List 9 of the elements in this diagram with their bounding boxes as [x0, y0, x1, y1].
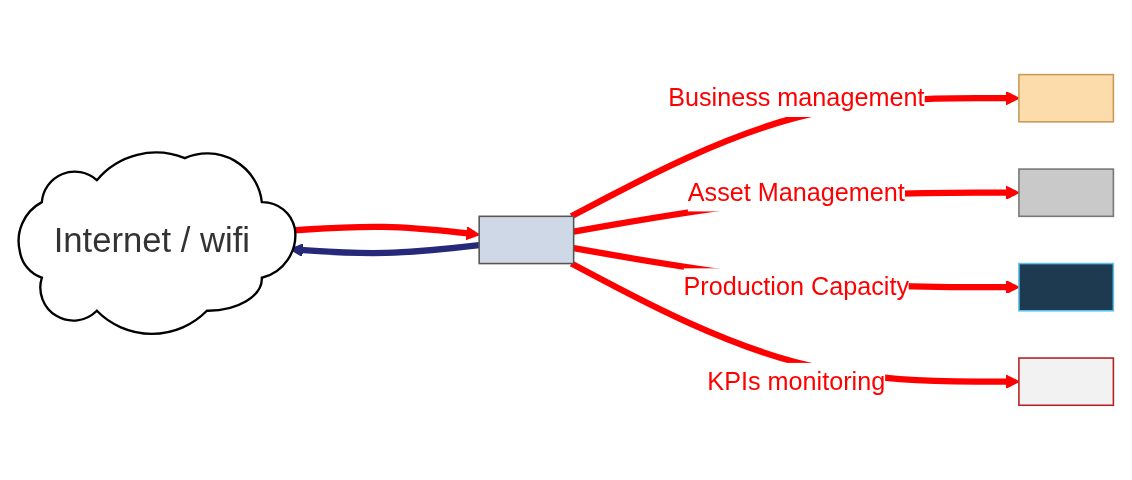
node-box — [1018, 262, 1115, 312]
edge-label: Business management — [668, 84, 925, 111]
edge-label: KPIs monitoring — [707, 367, 886, 395]
node-box — [1018, 168, 1115, 218]
edge-label: Production Capacity — [683, 273, 910, 300]
edge-label: Asset Management — [687, 178, 905, 206]
node-box — [1018, 73, 1115, 123]
node-box — [1018, 357, 1115, 407]
node-box — [478, 215, 575, 265]
